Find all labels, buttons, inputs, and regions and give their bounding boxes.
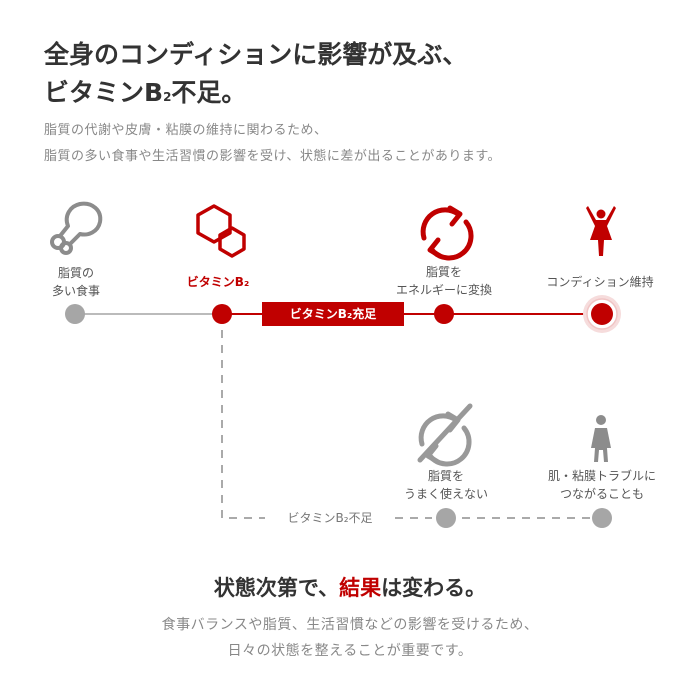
recycle-arrows-icon — [420, 205, 474, 261]
title-line-2: ビタミンB2不足。 — [44, 78, 247, 107]
vitamin-node — [212, 304, 232, 324]
energy-label-2: エネルギーに変換 — [396, 282, 492, 297]
trouble-label-2: つながることも — [560, 486, 644, 501]
noconvert-label-1: 脂質を — [428, 468, 464, 483]
energy-label-1: 脂質を — [426, 264, 462, 279]
outro-line-2: 日々の状態を整えることが重要です。 — [227, 643, 473, 659]
conclusion-prefix: 状態次第で、 — [213, 576, 340, 600]
intro-text: 脂質の代謝や皮膚・粘膜の維持に関わるため、 脂質の多い食事や生活習慣の影響を受け… — [44, 118, 501, 170]
condition-node — [591, 303, 613, 325]
conclusion-suffix: は変わる。 — [381, 576, 487, 600]
outro-text: 食事バランスや脂質、生活習慣などの影響を受けるため、 日々の状態を整えることが重… — [0, 612, 700, 664]
sufficient-label: ビタミンB₂充足 — [290, 306, 376, 321]
noconvert-label-2: うまく使えない — [404, 486, 488, 501]
sufficient-bar — [262, 302, 404, 326]
food-label-1: 脂質の — [58, 265, 94, 280]
recycle-crossed-icon — [417, 403, 473, 467]
intro-line-1: 脂質の代謝や皮膚・粘膜の維持に関わるため、 — [44, 123, 328, 138]
vitamin-label: ビタミンB₂ — [187, 274, 249, 289]
deficient-label: ビタミンB₂不足 — [287, 511, 372, 525]
chicken-leg-icon — [50, 201, 103, 255]
person-arms-up-icon — [586, 206, 616, 256]
trouble-node — [592, 508, 612, 528]
conclusion-heading: 状態次第で、結果は変わる。 — [0, 572, 700, 602]
condition-label: コンディション維持 — [546, 274, 653, 289]
vitamin-flow-diagram: ビタミンB₂充足 ビタミンB₂不足 — [50, 201, 656, 528]
food-node — [65, 304, 85, 324]
person-standing-icon — [591, 415, 611, 462]
hexagon-molecule-icon — [196, 204, 246, 258]
deficient-dashed-line — [221, 330, 265, 519]
title-line-1: 全身のコンディションに影響が及ぶ、 — [44, 40, 468, 69]
intro-line-2: 脂質の多い食事や生活習慣の影響を受け、状態に差が出ることがあります。 — [44, 149, 502, 164]
energy-node — [434, 304, 454, 324]
noconvert-node — [436, 508, 456, 528]
conclusion-highlight: 結果 — [339, 576, 382, 600]
page-title: 全身のコンディションに影響が及ぶ、 ビタミンB2不足。 — [44, 36, 467, 116]
food-label-2: 多い食事 — [52, 283, 100, 298]
trouble-label-1: 肌・粘膜トラブルに — [548, 468, 656, 483]
outro-line-1: 食事バランスや脂質、生活習慣などの影響を受けるため、 — [161, 617, 539, 633]
